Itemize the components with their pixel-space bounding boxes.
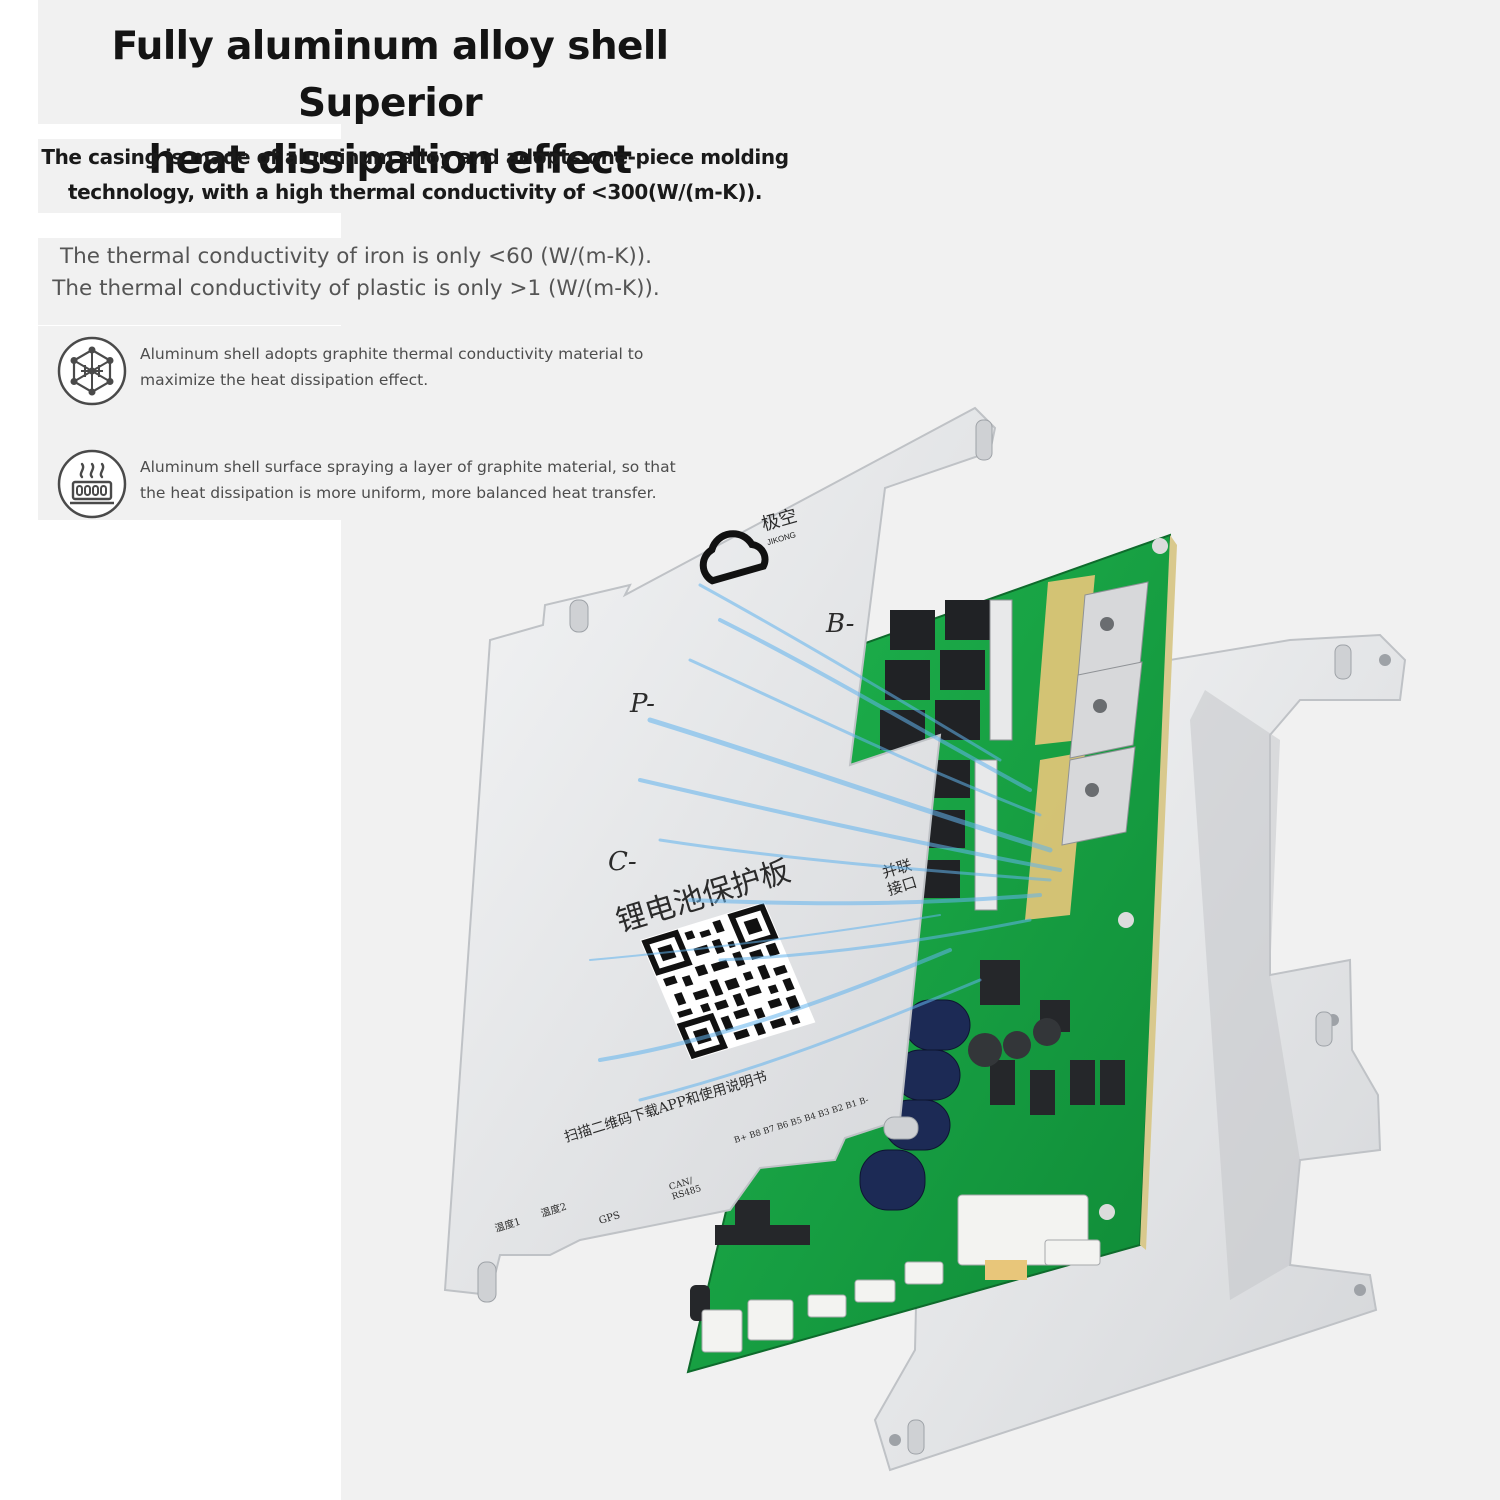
feature-line-2: maximize the heat dissipation effect. [140, 371, 429, 389]
feature-text: Aluminum shell adopts graphite thermal c… [140, 341, 700, 393]
airflow-streaks [589, 583, 1062, 1102]
feature-graphite-spray: Aluminum shell surface spraying a layer … [57, 449, 697, 521]
feature-line-1: Aluminum shell adopts graphite thermal c… [140, 345, 644, 363]
comparison-line-2: The thermal conductivity of plastic is o… [52, 276, 660, 301]
graphite-network-icon [57, 336, 127, 406]
comparison-paragraph: The thermal conductivity of iron is only… [40, 241, 672, 305]
headline-band [38, 0, 341, 124]
bms-exploded-view: 极空 JIKONG B- P- C- 锂电池保护板 并联 接口 [443, 406, 1407, 1472]
feature-graphite-material: Aluminum shell adopts graphite thermal c… [57, 336, 697, 408]
terminal-p-label: P- [629, 689, 655, 719]
comparison-line-1: The thermal conductivity of iron is only… [59, 244, 652, 269]
headline-line-1: Fully aluminum alloy shell Superior [111, 24, 669, 126]
terminal-b-label: B- [825, 609, 854, 639]
lead-line-2: technology, with a high thermal conducti… [67, 180, 763, 204]
lead-paragraph: The casing is made of aluminum alloy and… [40, 140, 790, 210]
feature-line-1: Aluminum shell surface spraying a layer … [140, 458, 676, 476]
feature-line-2: the heat dissipation is more uniform, mo… [140, 484, 657, 502]
feature-text: Aluminum shell surface spraying a layer … [140, 454, 700, 506]
heat-radiator-icon [57, 449, 127, 519]
terminal-c-label: C- [608, 847, 637, 877]
page-headline: Fully aluminum alloy shell Superior heat… [40, 18, 740, 189]
headline-line-2: heat dissipation effect [148, 138, 632, 183]
comparison-band [38, 238, 341, 325]
lead-band [38, 139, 341, 213]
lead-line-1: The casing is made of aluminum alloy and… [41, 145, 789, 169]
